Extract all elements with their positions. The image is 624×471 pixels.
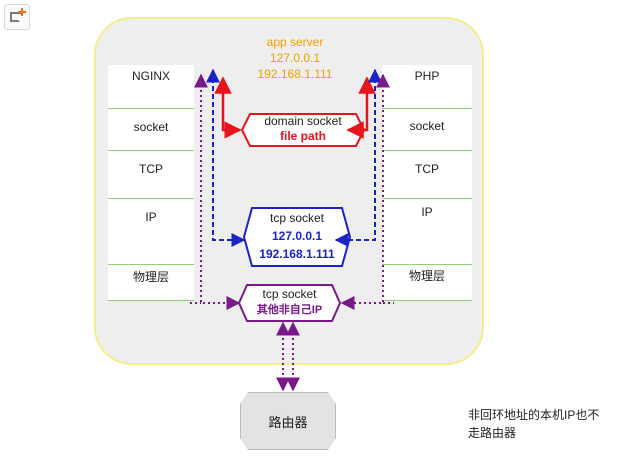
domain-socket-title: domain socket — [264, 114, 342, 128]
tcp-other-link-right — [340, 73, 390, 310]
layer-nginx: NGINX — [131, 69, 170, 83]
server-ip-loopback: 127.0.0.1 — [269, 51, 321, 65]
layer-ip: IP — [382, 198, 472, 265]
layer-tcp: TCP — [108, 150, 194, 199]
layer-ip: IP — [108, 198, 194, 265]
add-frame-icon — [4, 4, 30, 30]
server-title: app server 127.0.0.1 192.168.1.111 — [230, 34, 360, 82]
layer-socket: socket — [108, 108, 194, 151]
nginx-stack: NGINX socket TCP IP 物理层 — [108, 65, 194, 301]
server-title-label: app server — [266, 35, 324, 49]
tcp-local-link-left — [206, 68, 246, 247]
domain-socket-path: file path — [279, 129, 326, 143]
domain-socket-link-left — [214, 76, 242, 139]
router-box: 路由器 — [240, 392, 336, 450]
tcp-socket-local-title: tcp socket — [269, 211, 325, 225]
tcp-socket-other-sub: 其他非自己IP — [256, 304, 323, 316]
tcp-socket-other-title: tcp socket — [262, 287, 317, 301]
tcp-socket-local-ip1: 127.0.0.1 — [271, 229, 323, 243]
tcp-other-link-left — [194, 73, 241, 310]
tcp-socket-other-labels: tcp socket 其他非自己IP — [239, 286, 340, 318]
layer-php: PHP — [414, 69, 440, 83]
router-label: 路由器 — [268, 414, 308, 430]
layer-socket: socket — [382, 108, 472, 151]
layer-physical: 物理层 — [382, 264, 472, 302]
layer-physical: 物理层 — [108, 264, 194, 302]
php-stack: PHP socket TCP IP 物理层 — [382, 65, 472, 301]
note-text: 非回环地址的本机IP也不走路由器 — [468, 408, 600, 440]
tcp-socket-local-ip2: 192.168.1.111 — [259, 247, 335, 261]
domain-socket-labels: domain socket file path — [242, 114, 364, 144]
server-ip-lan: 192.168.1.111 — [257, 67, 333, 81]
layer-tcp: TCP — [382, 150, 472, 199]
tcp-socket-local-labels: tcp socket 127.0.0.1 192.168.1.111 — [244, 209, 350, 263]
